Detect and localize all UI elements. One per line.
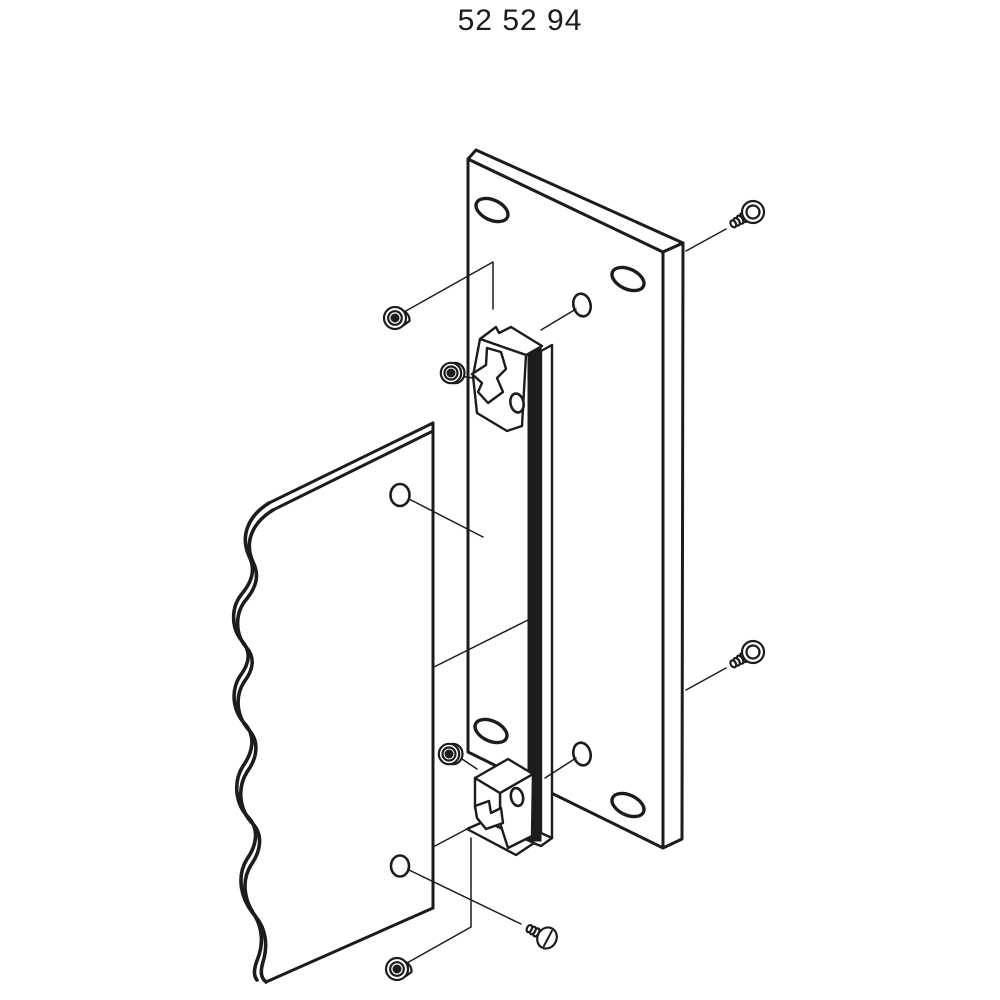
keeper-bottom-notch	[473, 799, 505, 831]
round-hole-top	[571, 292, 593, 318]
keeper-top-notch	[470, 346, 508, 405]
nut-lower-middle	[437, 742, 464, 766]
panel-hole-bottom	[389, 854, 411, 878]
screw-thread	[729, 659, 738, 669]
leader-nut-bottom-left	[406, 837, 472, 964]
screw-middle-right	[729, 639, 766, 669]
leader-lines	[403, 228, 727, 964]
panel-top-inner-edge	[271, 429, 435, 512]
screw-thread	[525, 923, 534, 934]
nut-bottom-left	[384, 956, 413, 982]
panel-bottom-edge	[264, 906, 435, 984]
keeper-block-bottom	[465, 757, 536, 857]
screw-bottom	[525, 923, 558, 950]
keeper-top-hole	[509, 392, 525, 414]
nut-upper-middle	[439, 361, 466, 385]
mounting-plate	[466, 148, 685, 850]
nut-center-hole	[446, 368, 456, 378]
screw-head-crown	[745, 204, 761, 220]
leader-round-hole-bottom	[544, 757, 577, 779]
leader-screw-middle-right	[685, 667, 727, 691]
panel-break-line-inner	[235, 508, 275, 984]
leader-screw-bottom	[408, 869, 522, 925]
panel-hole-top	[389, 482, 411, 508]
guide-rail-bar	[527, 345, 542, 842]
nut-center-hole	[444, 749, 454, 759]
screw-head-crown	[745, 644, 761, 660]
leader-screw-top-right	[685, 228, 727, 252]
leader-panel-hole-top	[408, 498, 484, 538]
mounting-plate-front-face	[466, 157, 665, 850]
guide-rail	[526, 343, 554, 848]
round-hole-bottom	[571, 741, 593, 767]
screw-thread	[729, 219, 738, 229]
oval-hole-bottom-left	[473, 717, 509, 745]
leader-guide-rail	[433, 618, 531, 668]
leader-keeper-flange	[432, 828, 468, 848]
oval-hole-top-right	[610, 265, 646, 293]
part-number-title: 52 52 94	[458, 4, 583, 37]
keeper-bottom-top-face	[473, 757, 535, 795]
leader-nut-top-left	[403, 261, 494, 313]
oval-hole-top-left	[474, 196, 510, 224]
mounting-plate-side-face	[661, 241, 685, 850]
nut-center-hole	[390, 313, 400, 323]
screw-slot	[542, 929, 554, 948]
keeper-bottom-flange	[465, 819, 536, 857]
oval-hole-bottom-right	[610, 791, 646, 819]
backing-panel-broken-edge	[231, 421, 435, 984]
leader-round-hole-top	[540, 308, 577, 331]
keeper-block-top	[470, 325, 544, 433]
panel-top-outer-edge	[267, 421, 435, 505]
screw-top-right	[729, 199, 766, 229]
guide-rail-side-face	[539, 343, 554, 847]
keeper-bottom-hole	[509, 786, 525, 808]
nut-top-left	[382, 305, 411, 331]
nut-center-hole	[392, 964, 402, 974]
